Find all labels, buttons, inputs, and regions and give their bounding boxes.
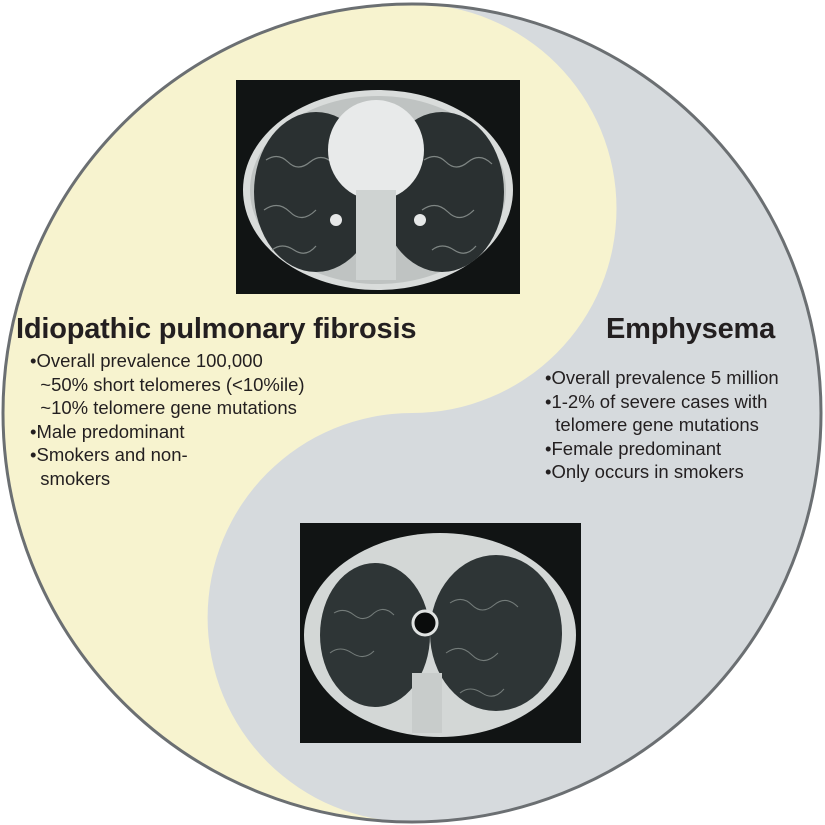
ct-scan-fibrosis-image	[236, 80, 520, 294]
ipf-bullet: •Male predominant	[30, 420, 185, 442]
ipf-bullet: ~50% short telomeres (<10%ile)	[30, 373, 305, 395]
emphysema-bullet: •1-2% of severe cases with	[545, 390, 768, 412]
ipf-bullet: •Overall prevalence 100,000	[30, 350, 263, 371]
emphysema-bullet: •Overall prevalence 5 million	[545, 367, 779, 388]
ipf-bullet: smokers	[30, 467, 111, 489]
emphysema-title: Emphysema	[606, 313, 776, 345]
emphysema-bullet: •Female predominant	[545, 437, 722, 459]
ipf-title: Idiopathic pulmonary fibrosis	[16, 313, 417, 345]
ipf-bullet: ~10% telomere gene mutations	[30, 397, 297, 418]
emphysema-bullet: •Only occurs in smokers	[545, 461, 744, 482]
ct-scan-emphysema-image	[300, 523, 581, 743]
ipf-bullet-list: •Overall prevalence 100,000 ~50% short t…	[30, 349, 360, 490]
emphysema-bullet-list: •Overall prevalence 5 million •1-2% of s…	[545, 366, 815, 484]
emphysema-bullet: telomere gene mutations	[545, 414, 759, 435]
ipf-bullet: •Smokers and non-	[30, 444, 188, 465]
